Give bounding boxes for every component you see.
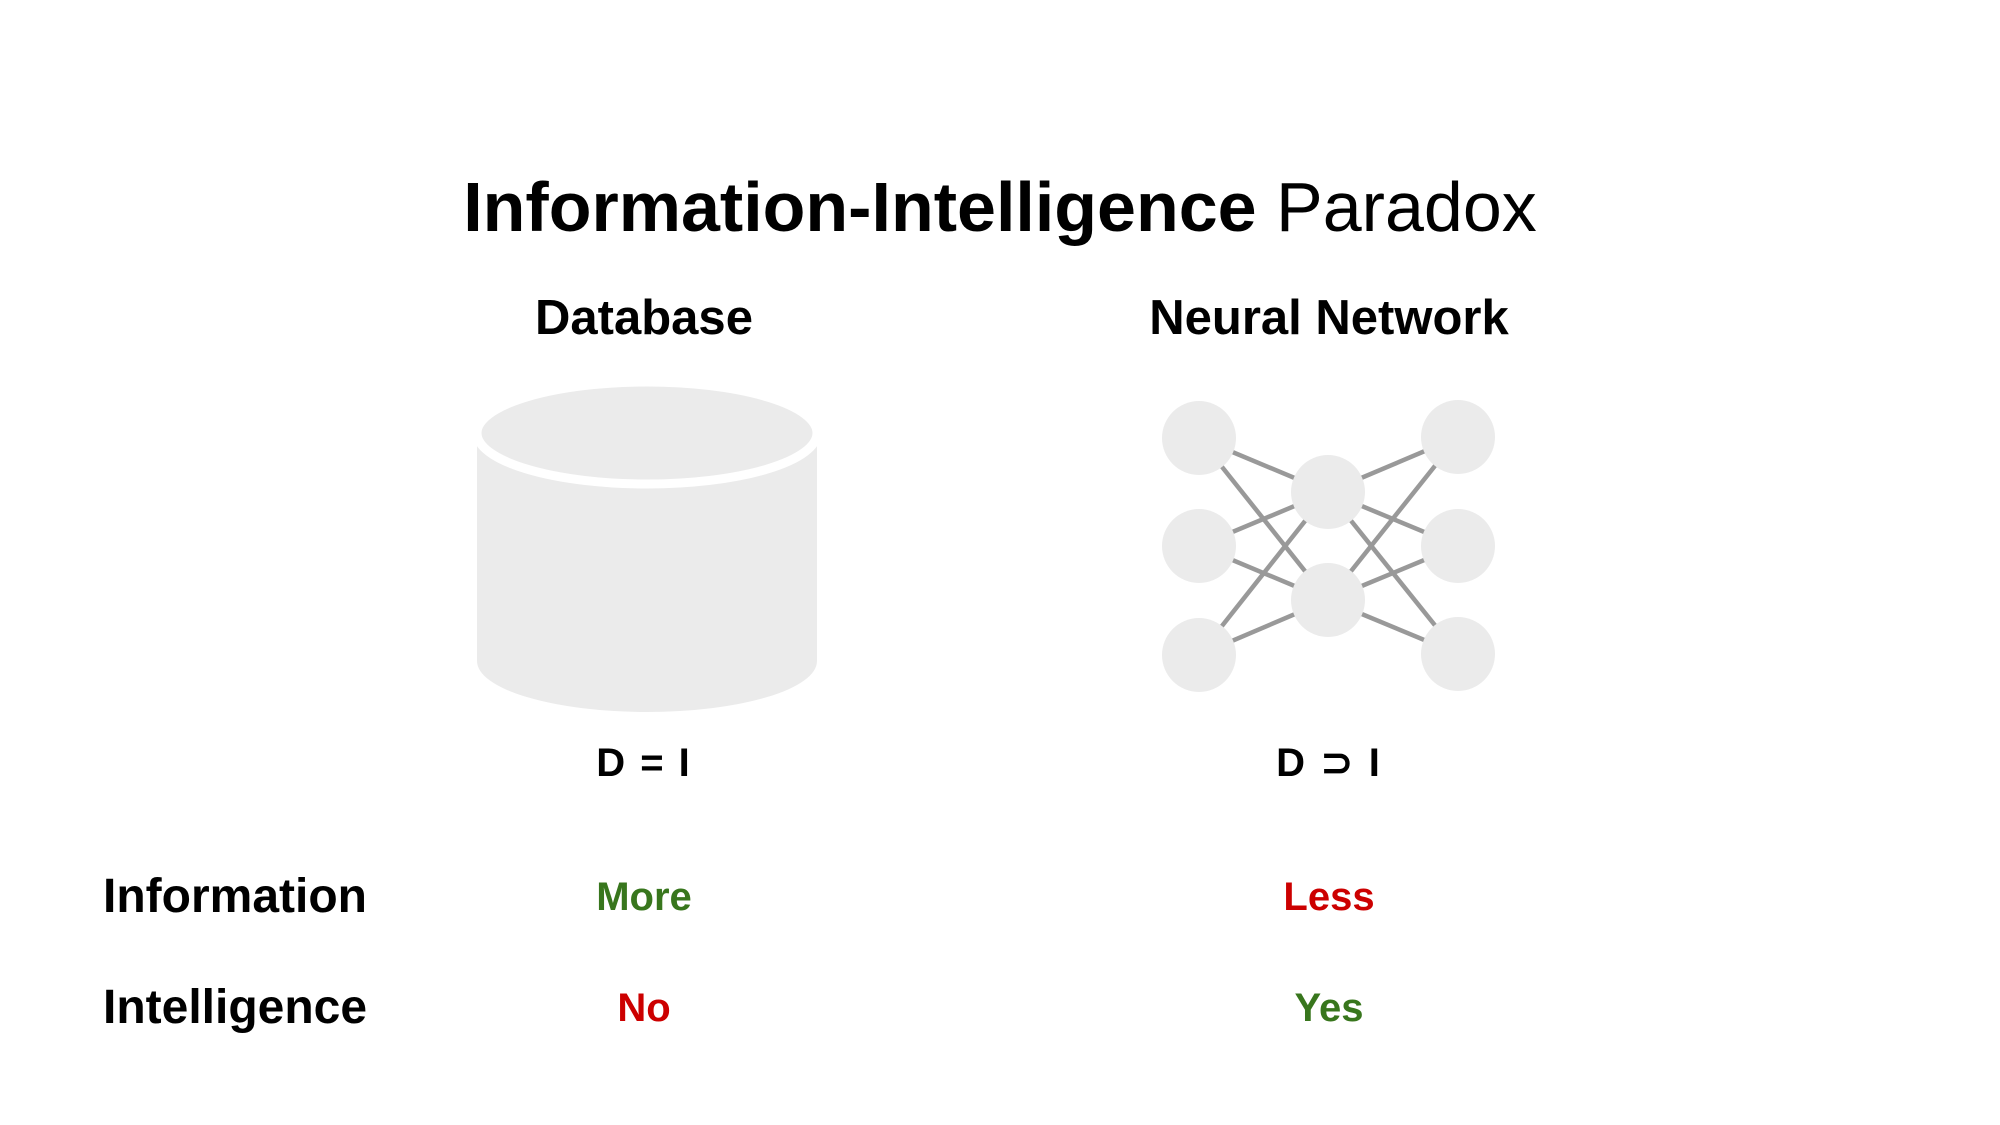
relation-database: D = I	[596, 741, 692, 785]
intelligence-value-neural-network: Yes	[1294, 986, 1364, 1030]
column-header-database: Database	[535, 291, 753, 345]
cylinder-body	[477, 435, 817, 712]
title-emphasis: Information-Intelligence	[463, 167, 1257, 246]
intelligence-value-database: No	[617, 986, 671, 1030]
nn-nodes	[1162, 400, 1495, 692]
column-header-neural-network: Neural Network	[1149, 291, 1509, 345]
cylinder-top	[472, 377, 822, 489]
information-value-database: More	[596, 875, 692, 919]
title-rest: Paradox	[1256, 167, 1537, 246]
row-label-intelligence: Intelligence	[103, 981, 368, 1034]
page-title: Information-Intelligence Paradox	[0, 167, 2000, 247]
row-label-information: Information	[103, 870, 367, 923]
information-value-neural-network: Less	[1283, 875, 1375, 919]
database-cylinder-icon	[472, 377, 822, 723]
neural-network-icon	[1155, 398, 1525, 703]
relation-neural-network: D ⊃ I	[1276, 741, 1382, 785]
